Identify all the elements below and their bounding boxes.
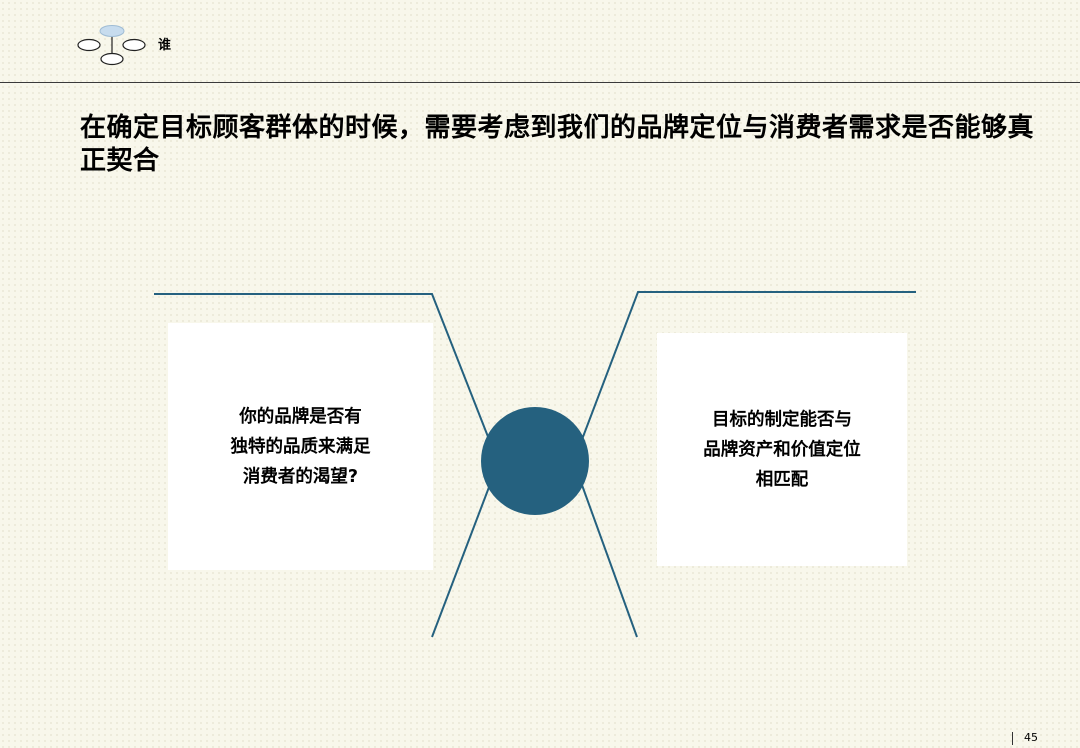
page-title: 在确定目标顾客群体的时候，需要考虑到我们的品牌定位与消费者需求是否能够真正契合 xyxy=(80,113,1035,176)
header-divider xyxy=(0,82,1080,83)
question-card-right: 目标的制定能否与 品牌资产和价值定位 相匹配 xyxy=(657,333,907,566)
footer-divider xyxy=(1012,732,1013,745)
section-label: 谁 xyxy=(158,38,172,53)
page-number: 45 xyxy=(1024,731,1038,744)
org-chart-logo-icon xyxy=(77,25,146,66)
question-card-left: 你的品牌是否有 独特的品质来满足 消费者的渴望? xyxy=(168,323,433,570)
connector-line-bottom-left xyxy=(431,473,495,638)
connector-line-bottom-right xyxy=(577,473,638,638)
connector-line-top-left xyxy=(154,293,495,453)
connector-line-top-right xyxy=(577,291,916,451)
center-circle xyxy=(481,407,589,515)
